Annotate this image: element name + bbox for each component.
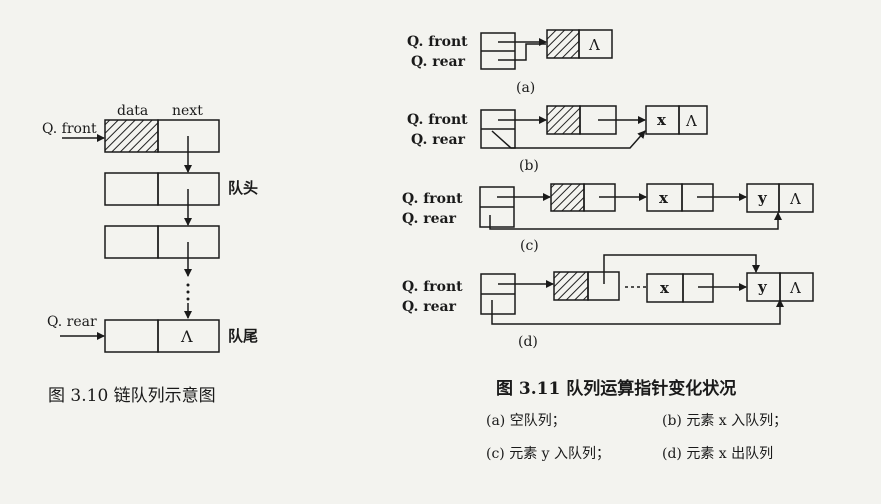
figure-3-10-caption: 图 3.10 链队列示意图: [48, 386, 216, 406]
header-next-label: next: [172, 103, 203, 119]
panel-a-null-symbol: Λ: [588, 36, 600, 54]
panel-d-head-data: [553, 271, 589, 301]
tail-node-next-cell: [157, 319, 220, 353]
panel-b-x-label: x: [657, 111, 667, 129]
panel-c-head-data: [550, 183, 585, 212]
panel-d-null-symbol: Λ: [789, 279, 801, 297]
panel-b-rear-label: Q. rear: [411, 132, 466, 148]
figure-3-11-caption: 图 3.11 队列运算指针变化状况: [496, 379, 737, 399]
panel-c-rear-label: Q. rear: [402, 211, 457, 227]
panel-c-y-label: y: [757, 189, 768, 207]
panel-d-bypass-arrow: [603, 254, 760, 284]
panel-c-y-next: [778, 183, 814, 213]
figure-3-11: Q. front Q. rear Λ (a) Q. front Q. rear …: [402, 29, 814, 350]
ellipsis-dot: [186, 283, 190, 287]
panel-d-y-next: [779, 272, 814, 302]
panel-c-rear-arrow: [489, 212, 782, 230]
panel-a-rear-arrow: [498, 43, 546, 61]
ellipsis-dot: [186, 290, 190, 294]
panel-b-head-data: [546, 105, 581, 135]
panel-a-front-label: Q. front: [407, 34, 468, 50]
panel-c-null-symbol: Λ: [789, 190, 801, 208]
legend-item-a: (a) 空队列；: [486, 413, 566, 429]
panel-d-x-next: [682, 273, 714, 303]
panel-c-front-label: Q. front: [402, 191, 463, 207]
node2-data-cell: [104, 225, 159, 259]
null-symbol: Λ: [180, 327, 193, 346]
panel-a-head-next: [578, 29, 613, 59]
panel-c-tag: (c): [520, 238, 539, 254]
panel-d-rear-label: Q. rear: [402, 299, 457, 315]
panel-b-tag: (b): [519, 158, 539, 174]
panel-d-front-label: Q. front: [402, 279, 463, 295]
panel-d-tag: (d): [518, 334, 538, 350]
header-data-label: data: [117, 103, 148, 119]
panel-a-rear-label: Q. rear: [411, 54, 466, 70]
node1-data-cell: [104, 172, 159, 206]
queue-tail-label: 队尾: [228, 327, 258, 345]
legend-item-c: (c) 元素 y 入队列；: [486, 446, 611, 462]
panel-b-null-symbol: Λ: [685, 112, 697, 130]
legend-item-d: (d) 元素 x 出队列: [662, 446, 774, 462]
panel-b-rear-arrow: [491, 130, 646, 149]
panel-d-y-label: y: [757, 278, 768, 296]
legend-item-b: (b) 元素 x 入队列；: [662, 413, 788, 429]
fig310-front-label: Q. front: [42, 121, 97, 137]
panel-d: Q. front Q. rear x y Λ (d): [402, 254, 814, 350]
fig310-rear-label: Q. rear: [47, 314, 97, 330]
panel-d-rear-arrow: [491, 299, 784, 325]
panel-b-front-label: Q. front: [407, 112, 468, 128]
queue-head-label: 队头: [228, 179, 258, 197]
ellipsis-dot: [186, 297, 190, 301]
figure-3-10: data next Q. front 队头 Q. rear Λ 队尾: [42, 103, 258, 353]
panel-a-head-data: [546, 29, 580, 59]
tail-node-data-cell: [104, 319, 159, 353]
panel-c: Q. front Q. rear x y Λ (c): [402, 183, 814, 254]
panel-a: Q. front Q. rear Λ (a): [407, 29, 613, 96]
panel-b: Q. front Q. rear x Λ (b): [407, 105, 708, 174]
head-node-data-cell: [104, 119, 159, 153]
panel-d-x-label: x: [660, 279, 670, 297]
panel-c-x-label: x: [659, 189, 669, 207]
panel-a-tag: (a): [516, 80, 535, 96]
panel-b-x-next: [678, 105, 708, 135]
